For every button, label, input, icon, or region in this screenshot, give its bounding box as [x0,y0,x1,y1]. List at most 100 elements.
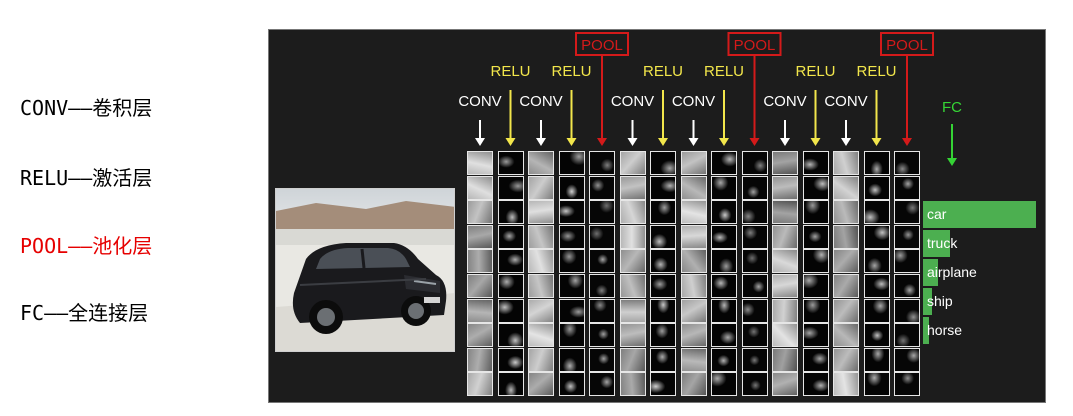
feature-map [497,298,524,323]
pool-arrow-icon [597,55,607,146]
fc-arrow-icon [947,124,957,166]
feature-map [528,274,554,298]
feature-map [467,200,493,225]
feature-map [558,347,585,372]
feature-map [894,372,920,397]
score-label-ship: ship [927,293,953,309]
feature-map [558,372,585,397]
score-label-truck: truck [927,235,958,251]
feature-map-column-7 [650,151,676,399]
feature-map [528,175,554,200]
feature-map [467,372,493,397]
feature-map [802,323,829,348]
feature-map [711,274,737,298]
feature-map [802,175,829,200]
feature-map [833,372,859,397]
feature-map [894,200,920,225]
conv-label: CONV [519,93,562,110]
conv-label: CONV [672,93,715,110]
feature-map [772,175,798,200]
feature-map [650,175,676,200]
relu-label: RELU [551,63,591,80]
feature-map [589,347,615,372]
score-bar-airplane [923,259,938,286]
feature-map [558,175,585,200]
feature-map [650,249,676,274]
feature-map [528,224,554,249]
feature-map [650,274,676,298]
feature-map [528,151,554,175]
feature-map [741,372,768,397]
feature-map [528,249,554,274]
feature-map [497,347,524,372]
conv-label: CONV [763,93,806,110]
feature-map [802,249,829,274]
feature-map-column-13 [833,151,859,399]
feature-map [741,323,768,348]
feature-map [863,274,890,298]
feature-map [650,224,676,249]
feature-map [772,249,798,274]
conv-arrow-icon [536,120,546,146]
feature-map [833,274,859,298]
pool-label: POOL [734,37,776,54]
feature-map [497,249,524,274]
feature-map [619,151,646,175]
pool-label: POOL [886,37,928,54]
conv-label: CONV [458,93,501,110]
feature-map [589,323,615,348]
layer-labels-and-arrows: CONVRELUCONVRELUPOOLCONVRELUCONVRELUPOOL… [458,32,962,166]
feature-map [894,298,920,323]
feature-map [802,347,829,372]
feature-map [711,249,737,274]
feature-map [894,274,920,298]
feature-map [741,347,768,372]
feature-map [467,151,493,175]
feature-map [558,323,585,348]
conv-label: CONV [611,93,654,110]
feature-map-column-6 [619,151,646,399]
feature-map-column-12 [802,151,829,399]
feature-map [528,200,554,225]
feature-map [680,200,707,225]
feature-map [833,224,859,249]
fc-label: FC [942,99,962,116]
feature-map [558,249,585,274]
feature-map [741,224,768,249]
relu-arrow-icon [871,90,882,146]
score-bar-car [923,201,1036,228]
feature-map [802,372,829,397]
feature-map [558,151,585,175]
feature-map-column-10 [741,151,768,399]
feature-map [711,347,737,372]
feature-map-column-4 [558,151,585,399]
feature-map [711,200,737,225]
feature-map [467,274,493,298]
feature-map [863,298,890,323]
legend: CONV——卷积层 RELU——激活层 POOL——池化层 FC——全连接层 [20,0,260,416]
feature-map [863,347,890,372]
feature-map [833,200,859,225]
feature-map [772,298,798,323]
feature-map [863,323,890,348]
feature-map [741,298,768,323]
feature-map [741,274,768,298]
feature-map [802,200,829,225]
feature-map [467,298,493,323]
conv-arrow-icon [475,120,485,146]
feature-map [833,347,859,372]
feature-map [711,224,737,249]
feature-map [680,175,707,200]
feature-map [497,274,524,298]
feature-map [833,323,859,348]
feature-map [589,249,615,274]
feature-map [894,249,920,274]
feature-map [650,200,676,225]
pool-arrow-icon [902,55,912,146]
feature-map [772,372,798,397]
feature-map [802,274,829,298]
feature-map-column-9 [711,151,737,399]
feature-map-column-3 [528,151,554,399]
score-bar-horse [923,317,929,344]
feature-map [619,175,646,200]
